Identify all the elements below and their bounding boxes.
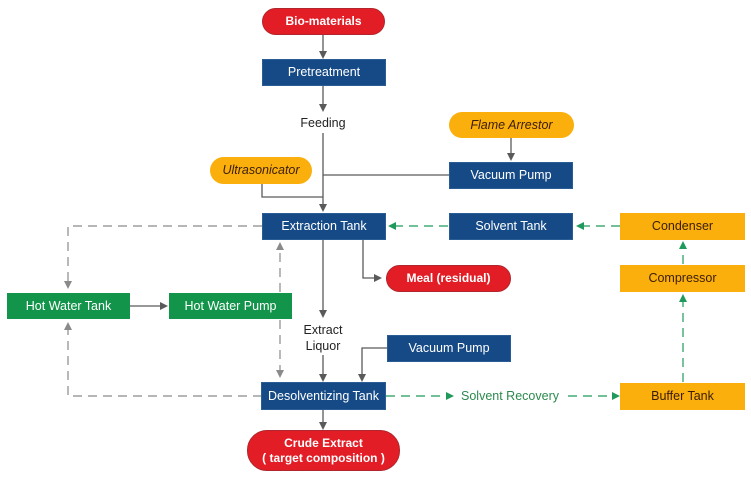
node-hot-water-pump[interactable]: Hot Water Pump (169, 293, 292, 319)
edge-desolventizing-to-hwtank (64, 322, 262, 397)
node-condenser[interactable]: Condenser (620, 213, 745, 240)
node-crude-extract[interactable]: Crude Extract ( target composition ) (247, 430, 400, 471)
node-extraction-tank[interactable]: Extraction Tank (262, 213, 386, 240)
edge-extraction-to-meal (362, 240, 382, 282)
label-extract-liquor: Extract Liquor (296, 322, 350, 354)
node-solvent-tank[interactable]: Solvent Tank (449, 213, 573, 240)
label-solvent-recovery: Solvent Recovery (455, 388, 565, 404)
edge-ultrasonicator-to-extraction (261, 184, 323, 198)
node-buffer-tank[interactable]: Buffer Tank (620, 383, 745, 410)
node-pretreatment[interactable]: Pretreatment (262, 59, 386, 86)
node-vacuum-pump-bottom[interactable]: Vacuum Pump (387, 335, 511, 362)
node-flame-arrestor[interactable]: Flame Arrestor (449, 112, 574, 138)
node-meal-residual[interactable]: Meal (residual) (386, 265, 511, 292)
label-extract-line1: Extract (303, 323, 343, 337)
node-ultrasonicator[interactable]: Ultrasonicator (210, 157, 312, 184)
node-compressor[interactable]: Compressor (620, 265, 745, 292)
label-feeding: Feeding (292, 115, 354, 131)
node-bio-materials[interactable]: Bio-materials (262, 8, 385, 35)
node-hot-water-tank[interactable]: Hot Water Tank (7, 293, 130, 319)
edge-extraction-to-hwtank (64, 225, 262, 289)
node-desolventizing-tank[interactable]: Desolventizing Tank (261, 382, 386, 410)
node-vacuum-pump-top[interactable]: Vacuum Pump (449, 162, 573, 189)
crude-extract-title: Crude Extract (284, 435, 363, 450)
crude-extract-subtitle: ( target composition ) (262, 450, 385, 465)
label-liquor-line2: Liquor (305, 339, 341, 353)
edge-vacuum2-to-desolventizing (358, 347, 387, 382)
